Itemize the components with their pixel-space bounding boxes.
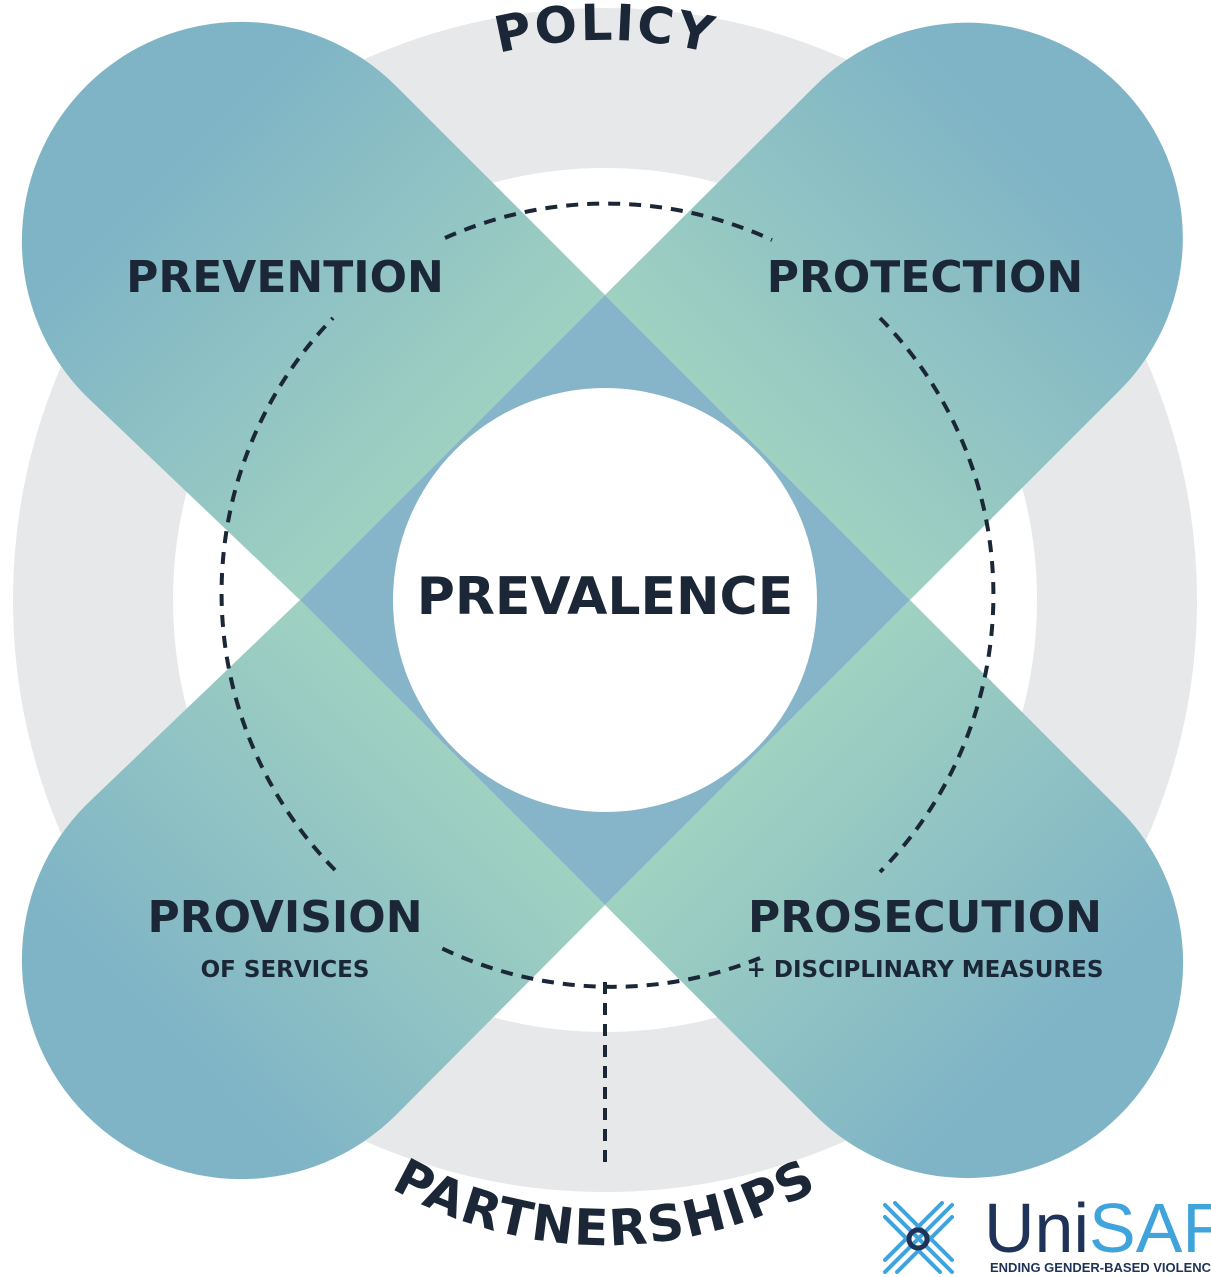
unisafe-emblem-icon xyxy=(883,1201,954,1274)
center-circle xyxy=(393,388,817,812)
petal-protection xyxy=(605,22,1183,600)
prevention-label: PREVENTION xyxy=(126,252,444,303)
dashed-arc-right xyxy=(878,316,996,874)
provision-label: PROVISION xyxy=(147,892,422,943)
prevalence-label: PREVALENCE xyxy=(417,567,794,627)
logo-tagline: ENDING GENDER-BASED VIOLENCE xyxy=(990,1260,1211,1275)
dashed-arc-top xyxy=(444,201,773,242)
petal-prevention xyxy=(21,21,605,600)
petal-provision xyxy=(21,600,605,1180)
prosecution-sublabel: + DISCIPLINARY MEASURES xyxy=(747,957,1104,983)
prosecution-label: PROSECUTION xyxy=(748,892,1102,943)
dashed-arc-bottom xyxy=(434,943,761,989)
dashed-arc-left xyxy=(219,316,337,872)
provision-sublabel: OF SERVICES xyxy=(201,957,370,983)
protection-label: PROTECTION xyxy=(767,252,1084,303)
petal-prosecution xyxy=(605,600,1184,1179)
